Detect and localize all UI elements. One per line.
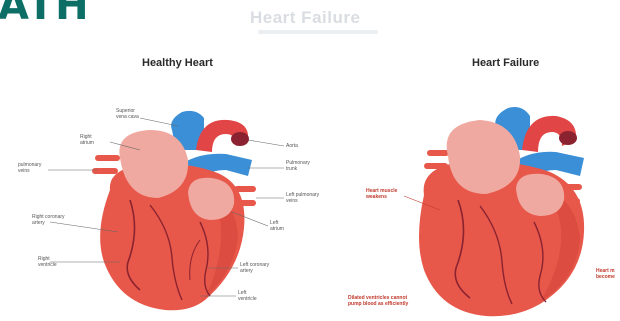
label-superior-vena-cava: Superior vena cava [116,108,139,120]
left-pulmonary-vein-upper [95,155,120,161]
label-heart-muscle-weakens: Heart muscle weakens [366,188,397,200]
label-pulmonary-trunk: Pulmonary trunk [286,160,310,172]
label-right-coronary-artery: Right coronary artery [32,214,65,226]
label-left-ventricle: Left ventricle [238,290,257,302]
label-heart-becomes: Heart m become [596,268,615,280]
failure-heart-illustration [404,107,584,316]
label-left-atrium: Left atrium [270,220,284,232]
label-aorta: Aorta [286,143,298,149]
label-dilated-ventricles: Dilated ventricles cannot pump blood as … [348,295,408,307]
label-right-atrium: Right atrium [80,134,94,146]
aorta-opening [231,132,249,146]
label-left-coronary-artery: Left coronary artery [240,262,269,274]
label-left-pulmonary-veins: Left pulmonary veins [286,192,319,204]
label-pulmonary-veins: pulmonary veins [18,162,41,174]
left-pulmonary-vein-lower [92,168,118,174]
label-right-ventricle: Right ventricle [38,256,57,268]
